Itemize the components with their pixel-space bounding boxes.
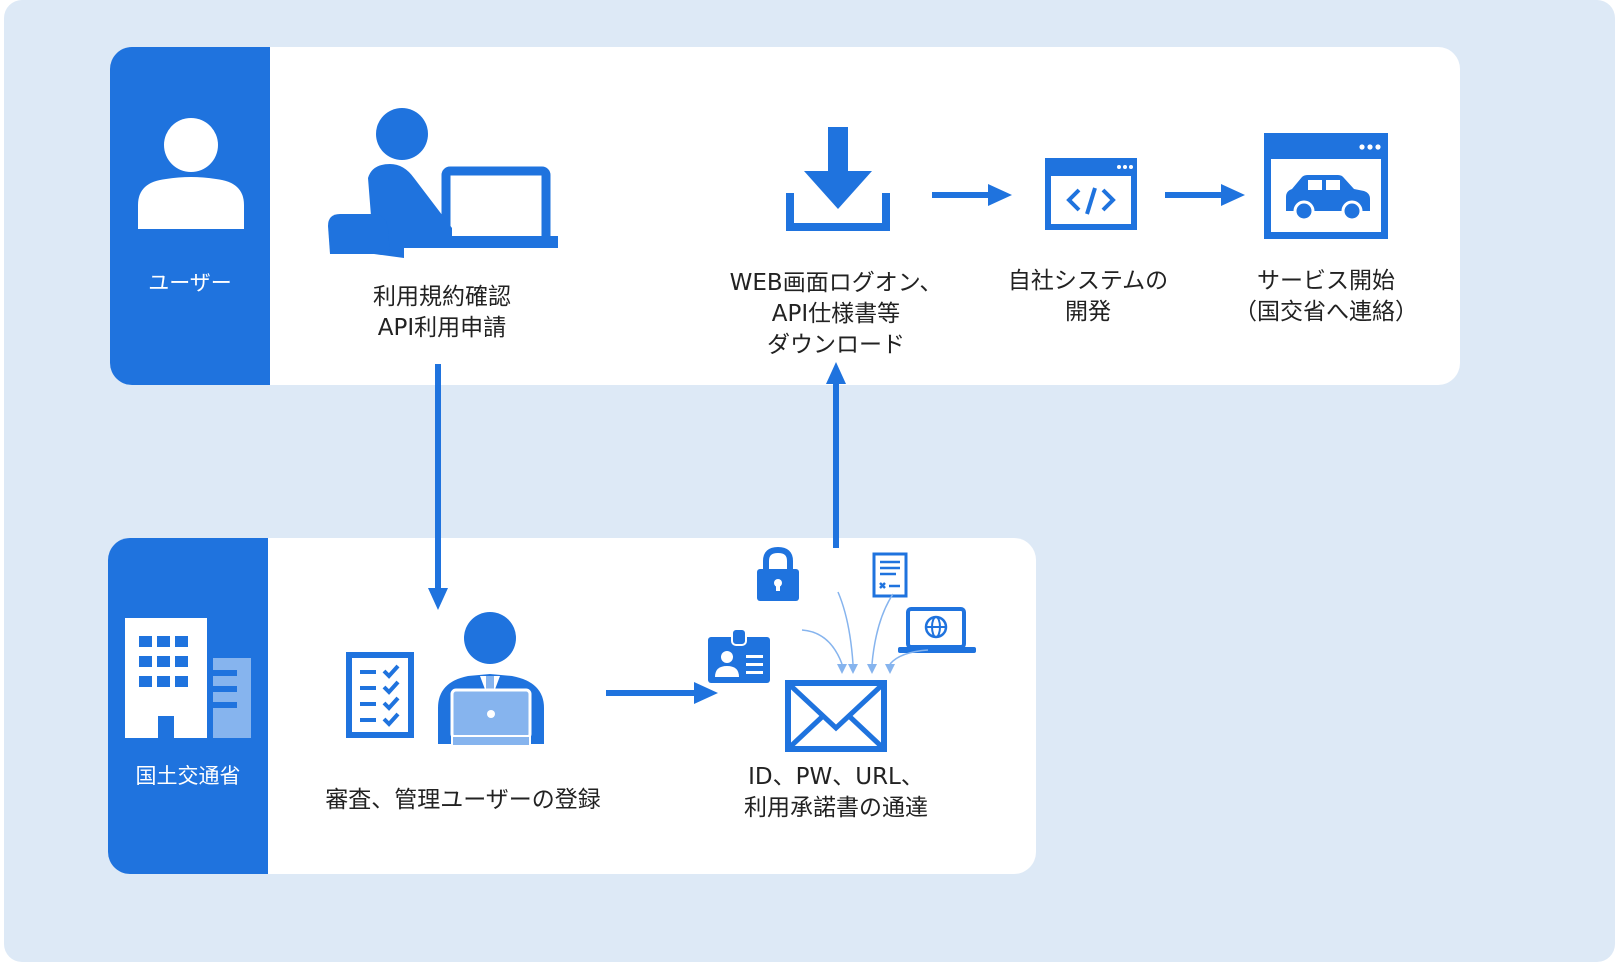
car-window-icon: [1264, 133, 1388, 239]
building-icon: [125, 618, 251, 738]
step-develop-label: 自社システムの 開発: [1007, 268, 1169, 325]
document-icon: [872, 552, 908, 598]
user-lane-label: ユーザー: [148, 271, 232, 295]
step-launch-label: サービス開始 （国交省へ連絡）: [1234, 268, 1418, 325]
arrow-right-icon: [932, 184, 1012, 206]
arrow-right-icon: [606, 682, 718, 704]
checklist-icon: [346, 652, 414, 738]
id-card-icon: [708, 628, 770, 683]
step-review-label: 審査、管理ユーザーの登録: [325, 787, 601, 813]
user-icon: [138, 118, 244, 229]
admin-user-laptop-icon: [438, 612, 544, 747]
step-download-label: WEB画面ログオン、 API仕様書等 ダウンロード: [729, 270, 943, 358]
lock-icon: [757, 546, 799, 601]
arrow-up-icon: [826, 362, 846, 548]
user-lane-header: ユーザー: [110, 47, 270, 385]
incoming-arrows: [801, 591, 929, 674]
arrow-down-icon: [428, 364, 448, 610]
envelope-icon: [785, 680, 887, 752]
ministry-lane-label: 国土交通省: [135, 764, 241, 788]
code-window-icon: [1045, 158, 1137, 230]
step-notify-label: ID、PW、URL、 利用承諾書の通達: [744, 764, 928, 821]
step-apply-label: 利用規約確認 API利用申請: [373, 284, 511, 341]
download-icon: [786, 127, 890, 231]
ministry-lane-header: 国土交通省: [108, 538, 268, 874]
user-lane: ユーザー: [110, 47, 1460, 385]
arrow-right-icon: [1165, 184, 1245, 206]
person-at-laptop-icon: [328, 108, 558, 258]
